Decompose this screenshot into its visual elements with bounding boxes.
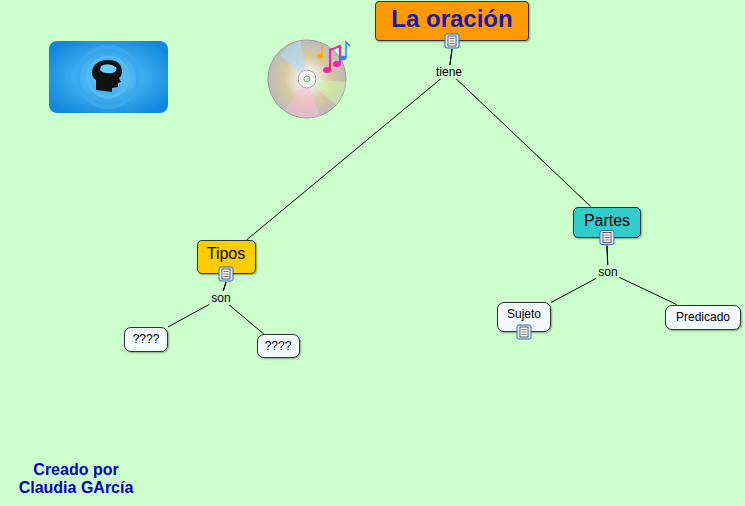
brain-icon <box>49 41 168 113</box>
music-notes <box>317 42 350 73</box>
linking-phrase: son <box>596 265 619 279</box>
cd-icon <box>268 40 346 118</box>
node-text: ???? <box>265 339 292 353</box>
node-text: Predicado <box>676 310 730 324</box>
concept-box: ???? <box>124 327 168 352</box>
node-text: Partes <box>584 212 630 230</box>
linking-phrase: tiene <box>434 65 464 79</box>
concept-box: Predicado <box>665 305 741 330</box>
author-credit: Creado por Claudia GArcía <box>6 461 146 497</box>
node-text: La oración <box>391 5 512 33</box>
concept-box: Sujeto <box>497 302 551 332</box>
link-line <box>449 49 591 207</box>
concept-box: Tipos <box>197 240 256 274</box>
link-line <box>246 49 452 240</box>
concept-box: ???? <box>257 334 300 358</box>
link-line <box>221 282 264 334</box>
node-text: Sujeto <box>507 307 541 321</box>
node-text: Tipos <box>207 245 246 263</box>
main-concept: La oración <box>375 1 529 41</box>
node-text: ???? <box>133 332 160 346</box>
concept-box: Partes <box>573 207 641 238</box>
linking-phrase: son <box>209 291 232 305</box>
